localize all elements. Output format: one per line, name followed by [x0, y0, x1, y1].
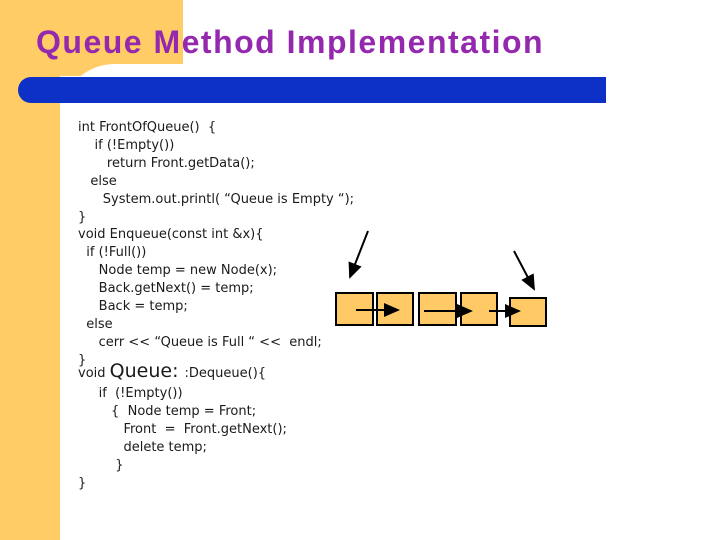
code-line: delete temp; [78, 440, 207, 455]
code-line: else [78, 317, 113, 332]
code-line: Node temp = new Node(x); [78, 263, 278, 278]
code-line: Front = Front.getNext(); [78, 422, 287, 437]
title-underline-bar [18, 77, 606, 103]
code-line: Back = temp; [78, 299, 188, 314]
code-line: if (!Empty()) [78, 386, 183, 401]
code-line: int FrontOfQueue() { [78, 120, 217, 135]
slide-title: Queue Method Implementation [36, 24, 545, 60]
code-line: cerr << “Queue is Full “ << endl; [78, 335, 322, 350]
code-line: return Front.getData(); [78, 156, 255, 171]
code-line: System.out.printl( “Queue is Empty “); [78, 192, 355, 207]
code-block-enqueue: void Enqueue(const int &x){ if (!Full())… [78, 226, 322, 370]
code-line-dequeue-signature: void Queue: :Dequeue(){ [78, 360, 267, 382]
code-line: } [78, 476, 87, 491]
code-line: void Enqueue(const int &x){ [78, 227, 264, 242]
code-line: } [78, 353, 87, 368]
code-line: if (!Empty()) [78, 138, 175, 153]
code-block-dequeue: void Queue: :Dequeue(){ if (!Empty()) { … [78, 360, 287, 493]
code-block-frontofqueue: int FrontOfQueue() { if (!Empty()) retur… [78, 119, 354, 227]
code-line: if (!Full()) [78, 245, 147, 260]
code-line: } [78, 210, 87, 225]
code-line: { Node temp = Front; [78, 404, 257, 419]
code-line: else [78, 174, 117, 189]
code-line: } [78, 458, 124, 473]
code-line: Back.getNext() = temp; [78, 281, 254, 296]
